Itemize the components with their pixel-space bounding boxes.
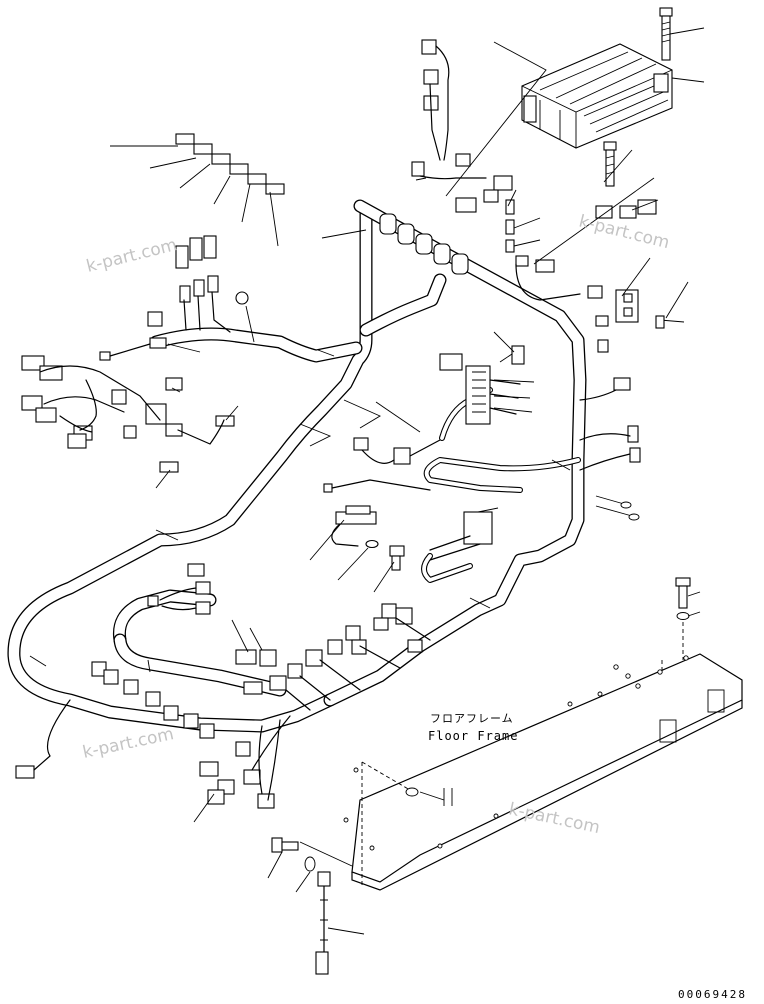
bolt-top	[659, 7, 673, 61]
watermark: k-part.com	[84, 235, 179, 277]
ground-strap	[271, 837, 331, 975]
floor-frame-plate	[299, 653, 743, 891]
bottom-left-connectors	[15, 661, 291, 809]
bolt-mid	[603, 141, 617, 187]
center-connectors	[323, 345, 525, 583]
harness-clamps	[29, 213, 571, 673]
left-upper-connectors	[147, 133, 285, 349]
lower-connectors	[147, 563, 431, 711]
floor-frame-label-en: Floor Frame	[428, 729, 518, 743]
controller-box	[521, 43, 673, 149]
right-connectors	[579, 199, 685, 521]
floor-bolt	[661, 577, 691, 672]
watermark: k-part.com	[81, 724, 176, 763]
document-number: 00069428	[678, 988, 747, 1001]
floor-frame-label-jp: フロアフレーム	[430, 712, 514, 725]
main-harness	[7, 199, 587, 733]
far-left-connectors	[21, 343, 235, 473]
leader-lines	[110, 27, 705, 935]
watermark: k-part.com	[507, 799, 602, 838]
